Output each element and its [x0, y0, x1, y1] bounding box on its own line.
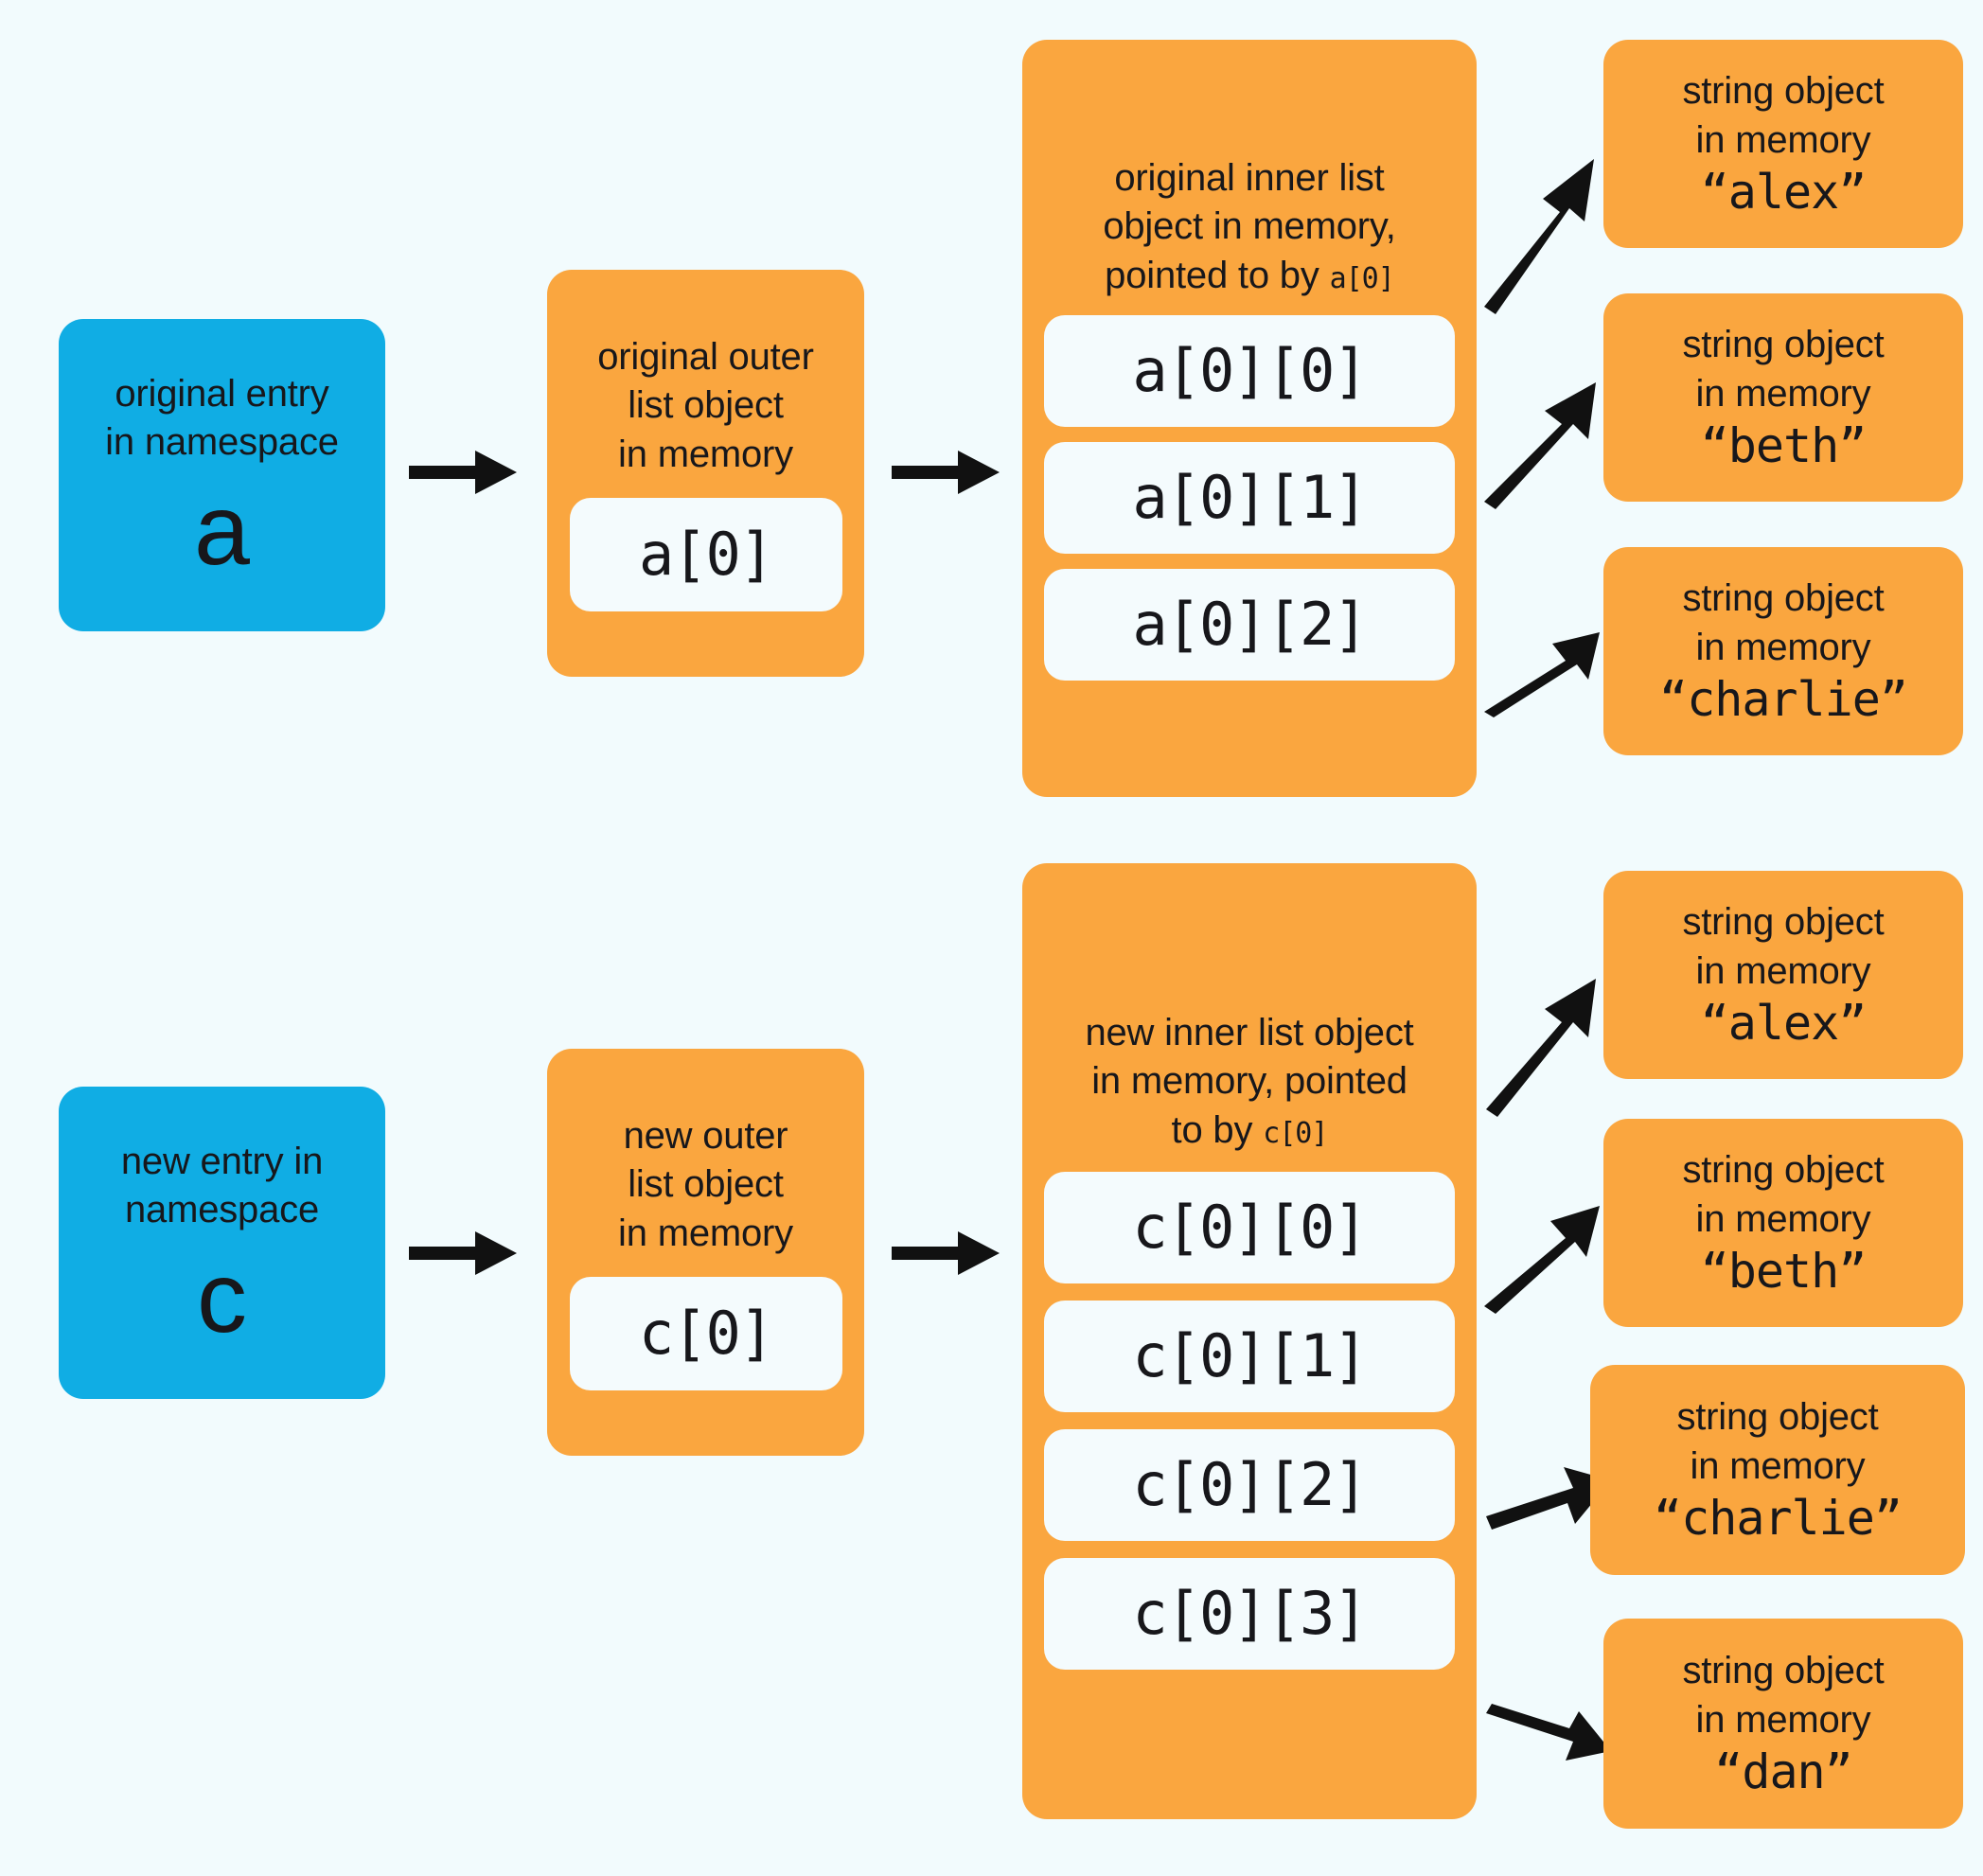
outer-a-caption-line2: list object — [628, 384, 784, 427]
inner-a-caption-line3-code: a[0] — [1329, 261, 1395, 295]
string-beth-a-value: “beth” — [1700, 417, 1868, 473]
string-charlie-a-line2: in memory — [1695, 626, 1871, 668]
inner-a-caption-line3: pointed to by a[0] — [1105, 252, 1395, 300]
arrow-c-cell3-to-dan — [1486, 1704, 1611, 1761]
outer-a-cell-0: a[0] — [569, 497, 842, 611]
arrow-c-cell0-to-alex — [1486, 979, 1596, 1117]
inner-a-cell-1: a[0][1] — [1044, 441, 1455, 554]
namespace-a-caption-line1: original entry — [115, 372, 329, 415]
string-object-box-alex-a: string object in memory “alex” — [1603, 40, 1963, 248]
arrow-c-cell2-to-charlie — [1486, 1467, 1611, 1530]
outer-list-box-c: new outer list object in memory c[0] — [547, 1049, 864, 1456]
inner-a-cell-0: a[0][0] — [1044, 314, 1455, 427]
arrow-c-outer-to-inner — [892, 1231, 1000, 1275]
string-object-box-alex-c: string object in memory “alex” — [1603, 871, 1963, 1079]
string-charlie-c-line2: in memory — [1690, 1444, 1866, 1487]
outer-a-caption-line1: original outer — [597, 336, 814, 379]
string-dan-c-line2: in memory — [1695, 1698, 1871, 1741]
outer-a-caption-line3: in memory — [618, 433, 793, 475]
string-alex-a-value: “alex” — [1700, 164, 1868, 220]
outer-list-box-a: original outer list object in memory a[0… — [547, 270, 864, 677]
string-object-box-beth-a: string object in memory “beth” — [1603, 293, 1963, 502]
arrow-a-namespace-to-outer — [409, 451, 517, 494]
string-alex-c-line2: in memory — [1695, 949, 1871, 992]
inner-a-caption-line3-text: pointed to by — [1105, 254, 1330, 296]
arrow-a-cell1-to-beth — [1484, 382, 1596, 509]
inner-c-cell-1: c[0][1] — [1044, 1300, 1455, 1412]
outer-c-caption-line2: list object — [628, 1163, 784, 1206]
inner-list-box-c: new inner list object in memory, pointed… — [1022, 863, 1477, 1819]
inner-a-caption-line2: object in memory, — [1103, 205, 1396, 248]
inner-c-caption-line3: to by c[0] — [1171, 1106, 1329, 1155]
namespace-a-caption-line2: in namespace — [105, 421, 339, 463]
string-beth-c-line2: in memory — [1695, 1197, 1871, 1240]
string-beth-a-line2: in memory — [1695, 372, 1871, 415]
namespace-box-a: original entry in namespace a — [59, 319, 385, 631]
arrow-a-cell0-to-alex — [1484, 159, 1594, 314]
namespace-box-c: new entry in namespace c — [59, 1087, 385, 1399]
inner-c-caption-line2: in memory, pointed — [1091, 1060, 1408, 1103]
inner-c-cell-0: c[0][0] — [1044, 1171, 1455, 1283]
string-dan-c-line1: string object — [1682, 1650, 1885, 1692]
outer-c-caption-line3: in memory — [618, 1212, 793, 1254]
string-alex-c-value: “alex” — [1700, 995, 1868, 1051]
string-object-box-beth-c: string object in memory “beth” — [1603, 1119, 1963, 1327]
string-object-box-dan-c: string object in memory “dan” — [1603, 1619, 1963, 1829]
string-object-box-charlie-a: string object in memory “charlie” — [1603, 547, 1963, 755]
arrow-c-namespace-to-outer — [409, 1231, 517, 1275]
namespace-a-variable: a — [194, 474, 250, 587]
outer-c-cell-0: c[0] — [569, 1276, 842, 1390]
inner-a-caption-line1: original inner list — [1114, 157, 1385, 200]
string-alex-c-line1: string object — [1682, 901, 1885, 944]
arrow-a-outer-to-inner — [892, 451, 1000, 494]
string-object-box-charlie-c: string object in memory “charlie” — [1590, 1365, 1965, 1575]
string-charlie-c-line1: string object — [1676, 1396, 1879, 1439]
arrow-c-cell1-to-beth — [1484, 1206, 1600, 1314]
outer-c-caption-line1: new outer — [623, 1115, 788, 1158]
inner-list-box-a: original inner list object in memory, po… — [1022, 40, 1477, 797]
string-alex-a-line1: string object — [1682, 70, 1885, 113]
namespace-c-variable: c — [197, 1242, 247, 1354]
string-charlie-c-value: “charlie” — [1654, 1490, 1903, 1546]
string-charlie-a-line1: string object — [1682, 577, 1885, 620]
string-beth-c-value: “beth” — [1700, 1243, 1868, 1299]
inner-c-cell-3: c[0][3] — [1044, 1557, 1455, 1670]
string-beth-a-line1: string object — [1682, 324, 1885, 366]
string-beth-c-line1: string object — [1682, 1149, 1885, 1192]
namespace-c-caption-line1: new entry in — [120, 1140, 324, 1182]
inner-c-caption-line3-code: c[0] — [1263, 1116, 1328, 1150]
string-charlie-a-value: “charlie” — [1659, 671, 1908, 727]
inner-a-cell-2: a[0][2] — [1044, 568, 1455, 681]
string-dan-c-value: “dan” — [1714, 1743, 1853, 1799]
inner-c-cell-2: c[0][2] — [1044, 1428, 1455, 1541]
arrow-a-cell2-to-charlie — [1484, 632, 1600, 717]
inner-c-caption-line3-text: to by — [1171, 1108, 1264, 1151]
inner-c-caption-line1: new inner list object — [1085, 1012, 1414, 1054]
string-alex-a-line2: in memory — [1695, 118, 1871, 161]
namespace-c-caption-line2: namespace — [125, 1189, 319, 1230]
